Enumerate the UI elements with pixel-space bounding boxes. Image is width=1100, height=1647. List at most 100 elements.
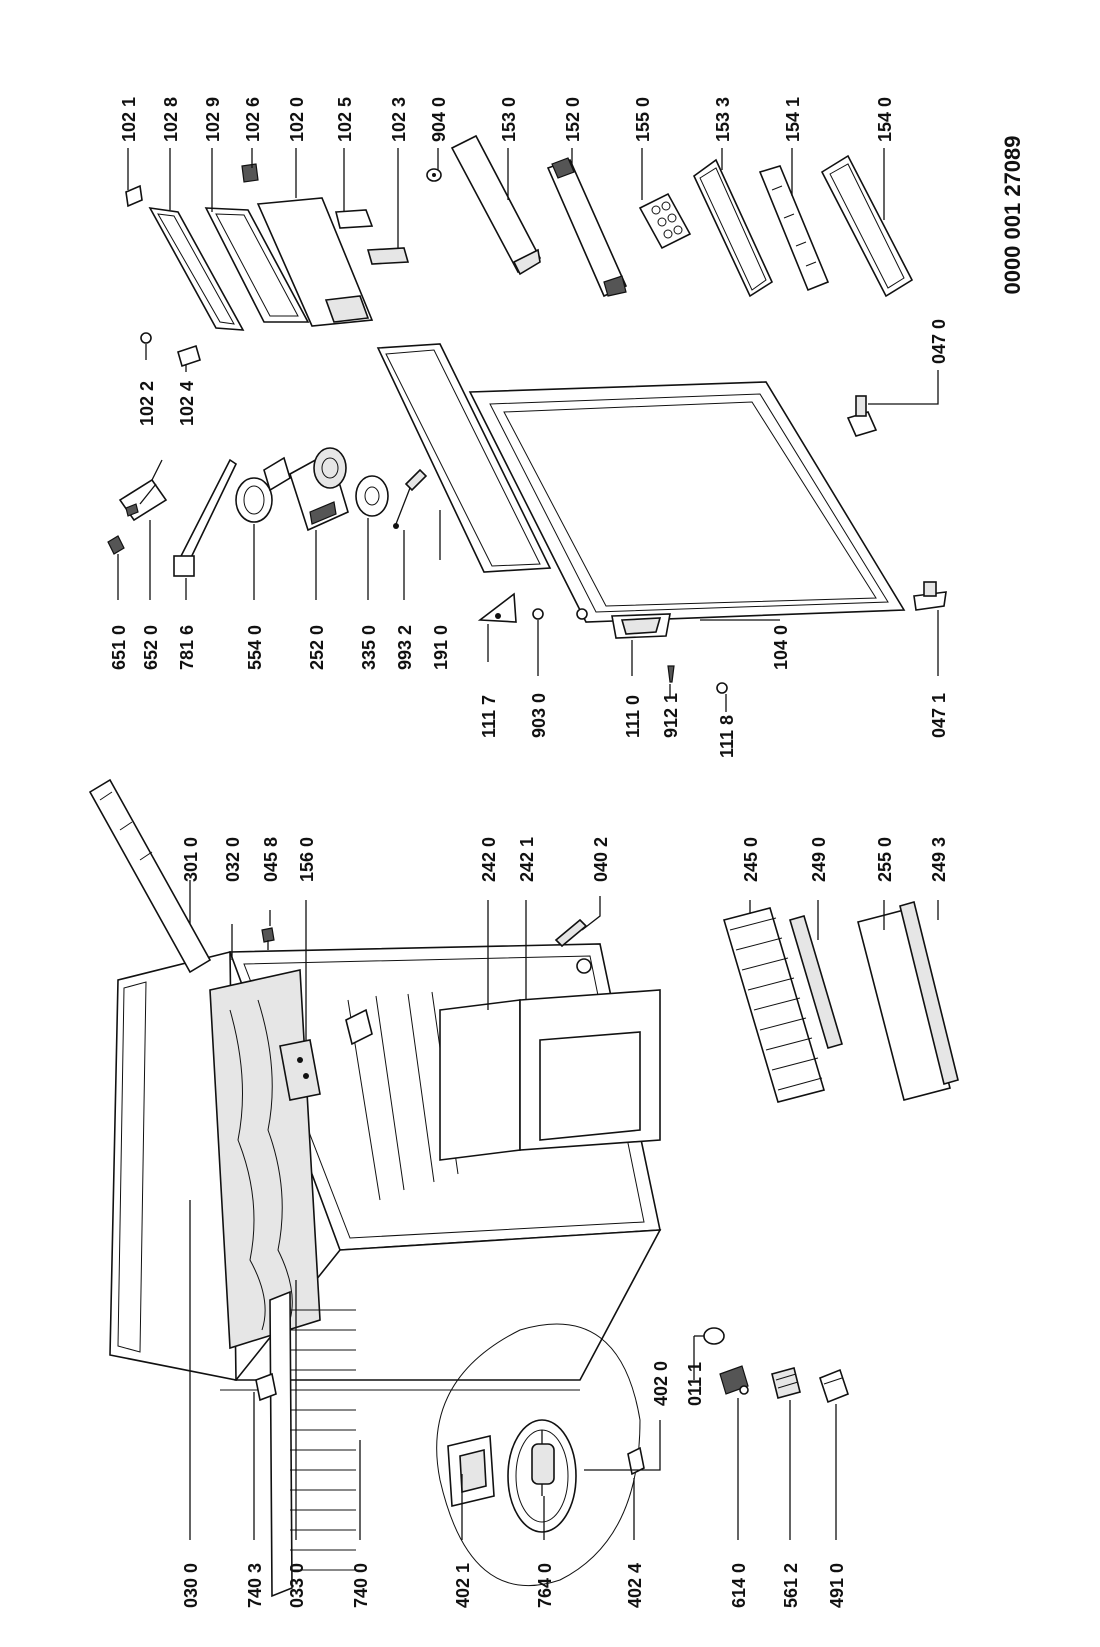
part-1024-icon — [177, 344, 201, 368]
part-1025-icon — [334, 209, 374, 229]
label-402-4: 402 4 — [625, 1563, 645, 1608]
screw-0458-icon — [261, 927, 275, 950]
part-1560-icon — [279, 1039, 321, 1101]
label-040-2: 040 2 — [591, 837, 611, 882]
sensor-9932-icon — [393, 468, 428, 529]
freezer-door-1020-icon — [256, 197, 374, 327]
door-shelf-1530-icon — [450, 134, 542, 276]
shelf-trim-2490-icon — [789, 915, 843, 1049]
label-104-0: 104 0 — [771, 625, 791, 670]
label-191-0: 191 0 — [431, 625, 451, 670]
condenser-grid-icon — [290, 1309, 356, 1571]
door-handle-1110-icon — [611, 613, 671, 639]
label-154-0: 154 0 — [875, 97, 895, 142]
label-032-0: 032 0 — [223, 837, 243, 882]
label-111-0: 111 0 — [623, 695, 643, 738]
thermostat-housing-2520-icon — [289, 447, 349, 532]
screw-9121-icon — [667, 665, 675, 683]
label-740-3: 740 3 — [245, 1563, 265, 1608]
label-102-2: 102 2 — [137, 381, 157, 426]
label-491-0: 491 0 — [827, 1563, 847, 1608]
part-4024-icon — [627, 1446, 645, 1476]
label-156-0: 156 0 — [297, 837, 317, 882]
lamp-cover-icon — [345, 1008, 373, 1046]
label-912-1: 912 1 — [661, 693, 681, 738]
label-102-1: 102 1 — [119, 97, 139, 142]
part-1023-icon — [366, 247, 410, 265]
door-1040-icon — [468, 381, 906, 623]
light-switch-7816-icon — [173, 458, 238, 577]
label-045-8: 045 8 — [261, 837, 281, 882]
label-047-1: 047 1 — [929, 693, 949, 738]
door-gasket-1910-icon — [376, 343, 552, 573]
label-111-7: 111 7 — [479, 695, 499, 738]
label-255-0: 255 0 — [875, 837, 895, 882]
label-102-3: 102 3 — [389, 97, 409, 142]
filter-drier-7640-icon — [531, 1430, 555, 1496]
shelf-trim-2493-icon — [899, 901, 959, 1085]
label-252-0: 252 0 — [307, 625, 327, 670]
knob-3350-icon — [355, 475, 389, 517]
label-652-0: 652 0 — [141, 625, 161, 670]
part-9040-icon — [426, 168, 442, 182]
part-1021-icon — [125, 184, 143, 208]
label-154-1: 154 1 — [783, 97, 803, 142]
label-402-1: 402 1 — [453, 1563, 473, 1608]
label-614-0: 614 0 — [729, 1563, 749, 1608]
label-561-2: 561 2 — [781, 1563, 801, 1608]
part-7403-icon — [255, 1372, 277, 1402]
label-155-0: 155 0 — [633, 97, 653, 142]
label-249-0: 249 0 — [809, 837, 829, 882]
hinge-cover-1117-icon — [477, 592, 517, 623]
label-153-0: 153 0 — [499, 97, 519, 142]
label-993-2: 993 2 — [395, 625, 415, 670]
wire-shelf-2450-icon — [722, 907, 826, 1103]
door-shelf-1520-icon — [546, 157, 628, 298]
label-153-3: 153 3 — [713, 97, 733, 142]
label-102-6: 102 6 — [243, 97, 263, 142]
lamp-holder-5540-icon — [235, 456, 291, 523]
door-gasket-frame-1029-icon — [204, 207, 310, 323]
label-554-0: 554 0 — [245, 625, 265, 670]
label-402-0: 402 0 — [651, 1361, 671, 1406]
label-033-0: 033 0 — [287, 1563, 307, 1608]
door-shelf-1533-icon — [692, 158, 774, 298]
label-102-4: 102 4 — [177, 381, 197, 426]
egg-tray-1550-icon — [638, 192, 692, 250]
part-1118-icon — [716, 682, 728, 694]
label-102-0: 102 0 — [287, 97, 307, 142]
label-740-0: 740 0 — [351, 1563, 371, 1608]
label-781-6: 781 6 — [177, 625, 197, 670]
document-number: 0000 001 27089 — [1000, 135, 1025, 294]
label-249-3: 249 3 — [929, 837, 949, 882]
bottle-shelf-1540-icon — [820, 154, 914, 298]
label-764-0: 764 0 — [535, 1563, 555, 1608]
label-047-0: 047 0 — [929, 319, 949, 364]
cabinet-icon — [109, 943, 662, 1598]
foot-0471-icon — [913, 581, 947, 611]
foot-0111-icon — [694, 1327, 725, 1345]
part-1022-icon — [140, 332, 152, 344]
label-102-5: 102 5 — [335, 97, 355, 142]
part-9030-icon — [532, 608, 544, 620]
part-1026-icon — [241, 163, 259, 183]
label-903-0: 903 0 — [529, 693, 549, 738]
label-030-0: 030 0 — [181, 1563, 201, 1608]
part-6510-icon — [107, 535, 125, 555]
label-242-1: 242 1 — [517, 837, 537, 882]
label-301-0: 301 0 — [181, 837, 201, 882]
label-102-8: 102 8 — [161, 97, 181, 142]
bottle-retainer-1541-icon — [758, 165, 830, 292]
label-011-1: 011 1 — [685, 1362, 705, 1406]
part-5612-icon — [771, 1367, 801, 1399]
label-335-0: 335 0 — [359, 625, 379, 670]
part-4910-icon — [819, 1368, 849, 1404]
thermostat-6520-icon — [118, 459, 168, 522]
label-111-8: 111 8 — [717, 715, 737, 758]
label-904-0: 904 0 — [429, 97, 449, 142]
hinge-0402-icon — [554, 918, 592, 974]
label-152-0: 152 0 — [563, 97, 583, 142]
foot-0470-icon — [846, 395, 878, 437]
control-panel-3010-icon — [88, 778, 212, 974]
